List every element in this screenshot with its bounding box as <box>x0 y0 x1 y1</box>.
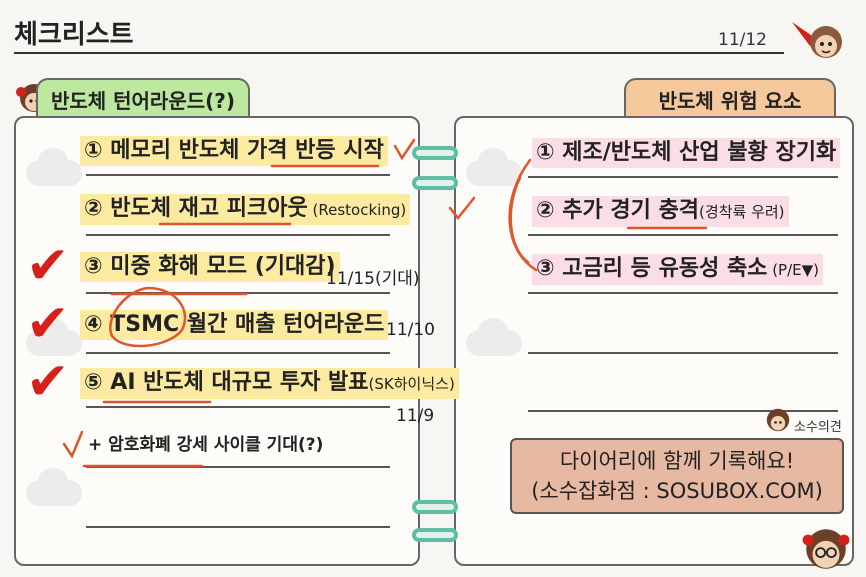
tab-label: 반도체 턴어라운드(?) <box>50 88 236 113</box>
rule-line <box>86 234 390 236</box>
checklist-item-3: ③ 미중 화해 모드 (기대감) <box>80 252 340 282</box>
date-note: 11/10 <box>386 320 435 340</box>
checklist-extra: + 암호화폐 강세 사이클 기대(?) <box>84 430 327 460</box>
brand-label: 소수의견 <box>794 420 842 435</box>
cloud-icon <box>466 318 522 356</box>
tab-semiconductor-risks: 반도체 위험 요소 <box>624 78 836 118</box>
cloud-icon <box>26 468 82 506</box>
header-divider <box>14 52 784 54</box>
item-text: + 암호화폐 강세 사이클 기대(?) <box>88 435 324 455</box>
mascot-icon <box>802 529 850 569</box>
cloud-icon <box>466 148 522 186</box>
cta-box: 다이어리에 함께 기록해요! (소수잡화점 : SOSUBOX.COM) <box>510 438 844 514</box>
risk-item-3: ③ 고금리 등 유동성 축소 (P/E▼) <box>532 254 824 285</box>
item-text: ① 메모리 반도체 가격 반등 시작 <box>84 138 384 163</box>
cloud-icon <box>26 318 82 356</box>
tab-semiconductor-turnaround: 반도체 턴어라운드(?) <box>36 78 250 118</box>
item-text: ④ TSMC 월간 매출 턴어라운드 <box>84 312 385 337</box>
rule-line <box>86 174 390 176</box>
item-text: ② 반도체 재고 피크아웃 <box>84 196 308 221</box>
checkmark-icon: ✔ <box>26 236 70 296</box>
item-note: (P/E▼) <box>767 261 820 279</box>
binder-ring-icon <box>412 528 458 542</box>
date-note: 11/9 <box>396 406 435 426</box>
rule-line <box>528 234 838 236</box>
item-text: ③ 고금리 등 유동성 축소 <box>536 256 768 281</box>
checklist-item-2: ② 반도체 재고 피크아웃 (Restocking) <box>80 194 411 225</box>
item-note: (경착륙 우려) <box>699 203 785 221</box>
risk-item-2: ② 추가 경기 충격(경착륙 우려) <box>532 196 789 227</box>
binder-ring-icon <box>412 146 458 160</box>
item-note: (SK하이닉스) <box>368 375 455 393</box>
rule-line <box>86 526 390 528</box>
binder-ring-icon <box>412 500 458 514</box>
item-text: ② 추가 경기 충격 <box>536 198 700 223</box>
rule-line <box>86 466 390 468</box>
rule-line <box>86 352 390 354</box>
checklist-item-4: ④ TSMC 월간 매출 턴어라운드 <box>80 310 389 340</box>
rule-line <box>528 176 838 178</box>
checkmark-icon: ✔ <box>26 352 70 412</box>
mascot-icon <box>792 22 842 58</box>
rule-line <box>528 410 838 412</box>
item-text: ① 제조/반도체 산업 불황 장기화 <box>536 140 837 165</box>
tab-label: 반도체 위험 요소 <box>658 88 802 113</box>
cta-line-2: (소수잡화점 : SOSUBOX.COM) <box>531 479 823 503</box>
page-title: 체크리스트 <box>14 20 134 50</box>
item-text: ③ 미중 화해 모드 (기대감) <box>84 254 336 279</box>
checklist-item-1: ① 메모리 반도체 가격 반등 시작 <box>80 136 388 166</box>
checkmark-icon: ✔ <box>26 294 70 354</box>
risk-item-1: ① 제조/반도체 산업 불황 장기화 <box>532 138 841 168</box>
page-number: 11/12 <box>718 30 767 50</box>
rule-line <box>528 352 838 354</box>
cta-line-1: 다이어리에 함께 기록해요! <box>559 449 795 473</box>
rule-line <box>528 292 838 294</box>
item-text: ⑤ AI 반도체 대규모 투자 발표 <box>84 370 369 395</box>
date-note: 11/15(기대) <box>326 269 420 289</box>
cloud-icon <box>26 148 82 186</box>
mascot-icon <box>766 408 790 432</box>
rule-line <box>86 406 390 408</box>
checklist-item-5: ⑤ AI 반도체 대규모 투자 발표(SK하이닉스) <box>80 368 459 399</box>
item-note: (Restocking) <box>307 201 407 219</box>
binder-ring-icon <box>412 176 458 190</box>
